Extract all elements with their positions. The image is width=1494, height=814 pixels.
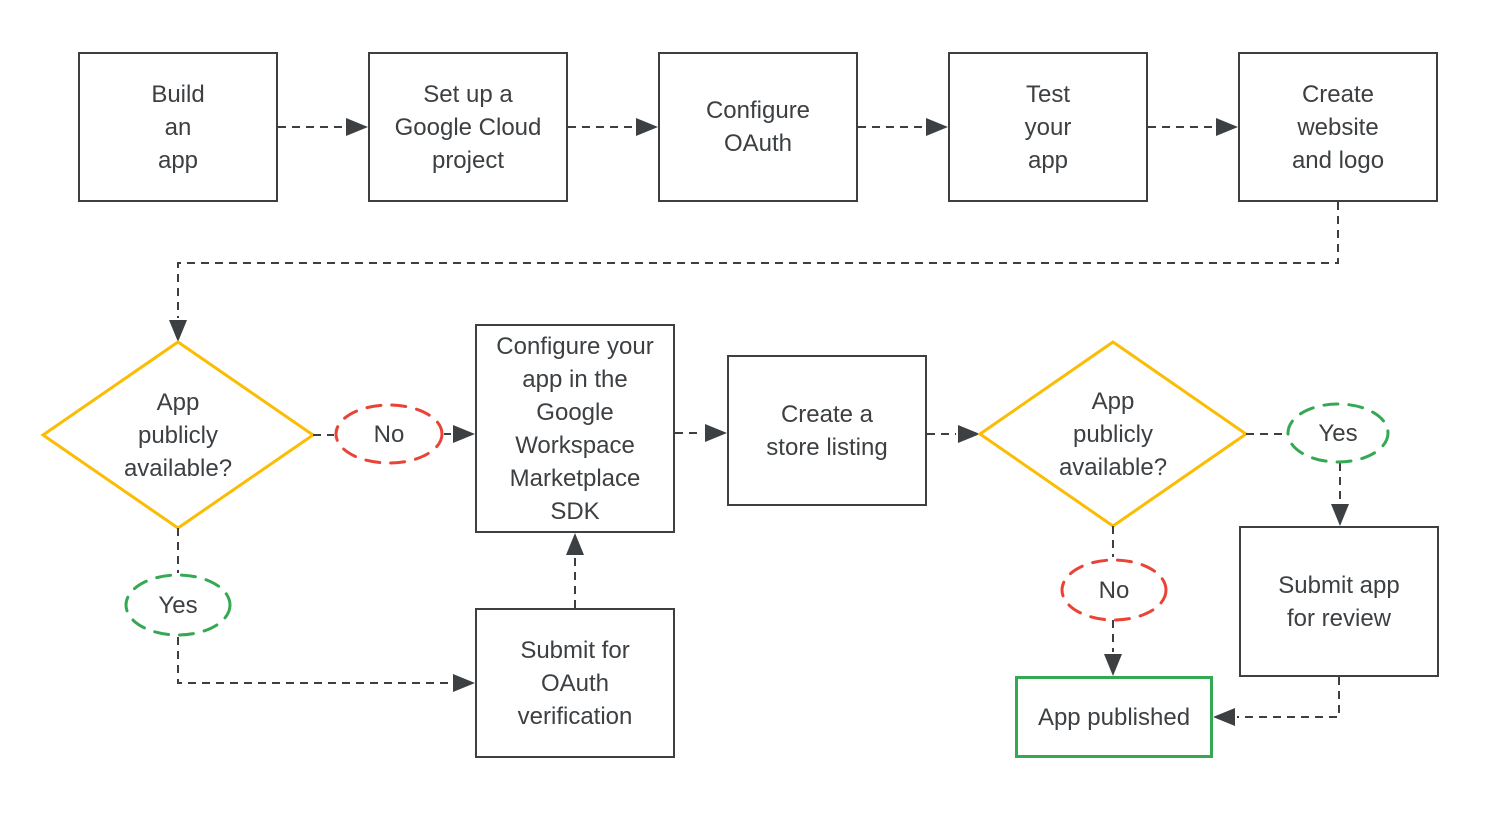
- connector-decision1-no-to-sdk: [313, 425, 475, 443]
- decision2-no-oval: [1060, 558, 1168, 622]
- arrowhead-icon: [958, 425, 980, 443]
- arrowhead-icon: [1216, 118, 1238, 136]
- decision1-no-label: No: [373, 420, 405, 448]
- decision1-yes-label: Yes: [158, 591, 198, 619]
- decision1-yes-oval: [124, 573, 232, 637]
- connector-submit-review-to-published: [1213, 677, 1340, 726]
- arrowhead-icon: [346, 118, 368, 136]
- decision2-yes-oval: [1286, 402, 1390, 464]
- connector-decision1-yes-to-submit-oauth: [177, 528, 475, 692]
- arrowhead-icon: [926, 118, 948, 136]
- arrowhead-icon: [453, 425, 475, 443]
- node-submit-for-oauth-verification: Submit for OAuth verification: [475, 608, 675, 758]
- decision2-no-label: No: [1098, 576, 1130, 604]
- arrowhead-icon: [1331, 504, 1349, 526]
- connector-decision2-no-to-published: [1104, 526, 1122, 676]
- node-create-website-and-logo: Create website and logo: [1238, 52, 1438, 202]
- decision2-yes-label: Yes: [1318, 419, 1358, 447]
- arrowhead-icon: [453, 674, 475, 692]
- arrowhead-icon: [169, 320, 187, 342]
- node-test-your-app: Test your app: [948, 52, 1148, 202]
- node-build-an-app: Build an app: [78, 52, 278, 202]
- connector-oauth-to-test: [858, 118, 948, 136]
- connector-cloud-to-oauth: [568, 118, 658, 136]
- node-submit-app-for-review: Submit app for review: [1239, 526, 1439, 677]
- connector-website-to-decision1: [169, 202, 1339, 342]
- connector-store-to-decision2: [927, 425, 980, 443]
- arrowhead-icon: [1104, 654, 1122, 676]
- node-create-store-listing: Create a store listing: [727, 355, 927, 506]
- node-configure-oauth: Configure OAuth: [658, 52, 858, 202]
- connector-build-to-cloud: [278, 118, 368, 136]
- node-configure-app-marketplace-sdk: Configure your app in the Google Workspa…: [475, 324, 675, 533]
- decision1-no-oval: [334, 403, 444, 465]
- arrowhead-icon: [636, 118, 658, 136]
- connector-test-to-website: [1148, 118, 1238, 136]
- arrowhead-icon: [705, 424, 727, 442]
- decision2-label: App publicly available?: [1058, 387, 1168, 481]
- connector-sdk-to-store: [675, 424, 727, 442]
- connector-submit-oauth-to-sdk: [566, 533, 584, 608]
- connector-decision2-yes-to-submit-review: [1246, 433, 1349, 526]
- arrowhead-icon: [566, 533, 584, 555]
- node-set-up-google-cloud-project: Set up a Google Cloud project: [368, 52, 568, 202]
- node-app-published: App published: [1015, 676, 1213, 758]
- decision1-label: App publicly available?: [123, 388, 233, 482]
- arrowhead-icon: [1213, 708, 1235, 726]
